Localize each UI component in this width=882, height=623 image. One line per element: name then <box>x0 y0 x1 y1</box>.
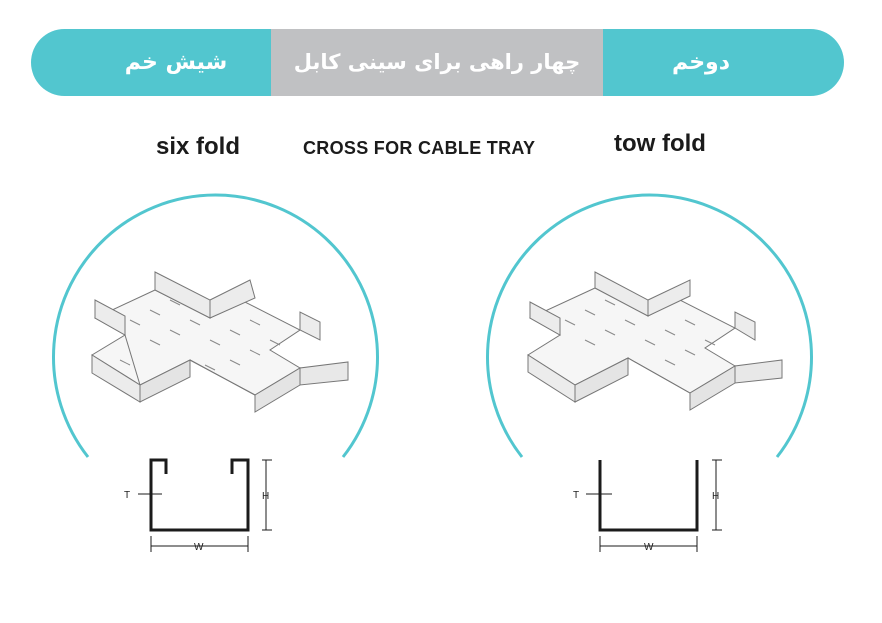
two-fold-height-label: H <box>712 491 719 502</box>
banner-six-fold-label: شیش خم <box>124 50 228 75</box>
two-fold-profile <box>586 459 722 552</box>
two-fold-thickness-label: T <box>573 490 579 501</box>
tow-fold-title: tow fold <box>614 130 706 157</box>
two-fold-circle-arc <box>486 193 813 458</box>
six-fold-width-label: W <box>194 542 204 553</box>
two-fold-width-label: W <box>644 542 654 553</box>
two-fold-cross-tray-drawing <box>527 271 783 411</box>
banner-title: چهار راهی برای سینی کابل <box>293 50 581 74</box>
six-fold-height-label: H <box>262 491 269 502</box>
six-fold-title: six fold <box>156 133 241 160</box>
six-fold-circle-arc <box>52 193 379 458</box>
banner-middle-band <box>271 29 603 96</box>
six-fold-thickness-label: T <box>124 490 130 501</box>
product-title: CROSS FOR CABLE TRAY <box>303 138 536 158</box>
six-fold-cross-tray-drawing <box>91 271 349 413</box>
header-banner: شیش خم چهار راهی برای سینی کابل دوخم <box>31 29 844 96</box>
six-fold-profile <box>138 458 272 552</box>
banner-two-fold-label: دوخم <box>671 50 731 75</box>
